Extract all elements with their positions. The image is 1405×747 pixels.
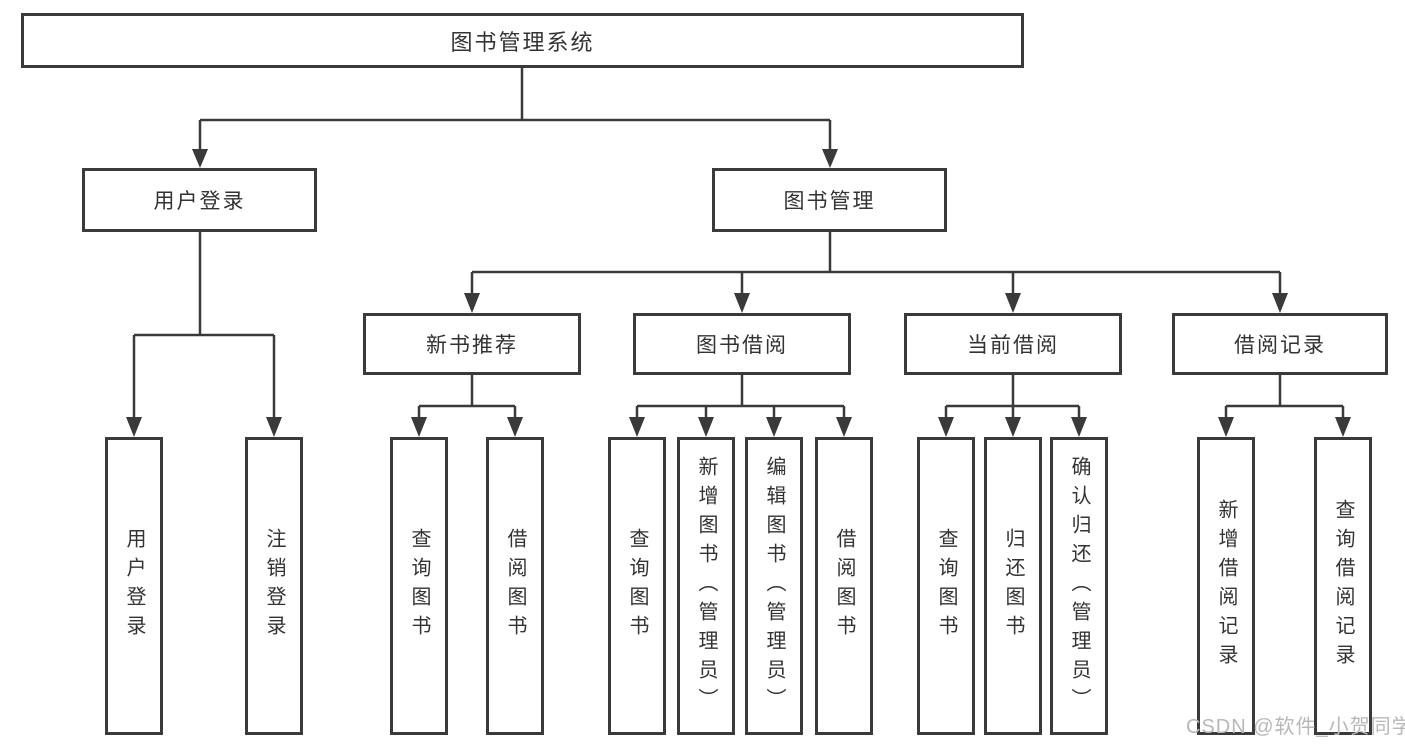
leaf-confirm-return-admin: 确认归还（管理员） (1050, 437, 1108, 735)
leaf-query-books-2: 查询图书 (608, 437, 666, 735)
node-book-borrowing: 图书借阅 (633, 313, 851, 375)
node-label: 用户登录 (153, 190, 246, 213)
connector-borrow-records-children (1218, 375, 1351, 437)
node-label: 查询借阅记录 (1332, 499, 1354, 673)
leaf-borrow-books-1: 借阅图书 (486, 437, 544, 735)
leaf-query-books-3: 查询图书 (917, 437, 975, 735)
leaf-logout: 注销登录 (245, 437, 303, 735)
node-label: 查询图书 (626, 528, 648, 644)
node-book-management: 图书管理 (712, 168, 947, 232)
node-label: 确认归还（管理员） (1068, 455, 1090, 717)
connector-book-borrow-children (629, 375, 852, 437)
connector-book-mgmt-children (464, 232, 1288, 313)
node-label: 图书管理 (783, 190, 876, 213)
node-label: 查询图书 (408, 528, 430, 644)
node-label: 注销登录 (263, 528, 285, 644)
node-label: 当前借阅 (967, 334, 1059, 357)
leaf-add-books-admin: 新增图书（管理员） (677, 437, 735, 735)
leaf-return-books: 归还图书 (984, 437, 1042, 735)
connector-new-book-children (411, 375, 523, 437)
leaf-edit-books-admin: 编辑图书（管理员） (745, 437, 803, 735)
node-label: 归还图书 (1002, 528, 1024, 644)
node-label: 新增图书（管理员） (695, 455, 717, 717)
node-label: 借阅图书 (833, 528, 855, 644)
node-label: 图书管理系统 (450, 29, 595, 55)
node-new-book-recommend: 新书推荐 (363, 313, 581, 375)
leaf-user-login: 用户登录 (105, 437, 163, 735)
node-label: 新书推荐 (426, 334, 518, 357)
node-label: 查询图书 (935, 528, 957, 644)
leaf-add-borrow-record: 新增借阅记录 (1197, 437, 1255, 735)
node-label: 新增借阅记录 (1215, 499, 1237, 673)
leaf-query-books-1: 查询图书 (390, 437, 448, 735)
node-label: 图书借阅 (696, 334, 788, 357)
node-borrow-records: 借阅记录 (1172, 313, 1388, 375)
leaf-borrow-books-2: 借阅图书 (815, 437, 873, 735)
leaf-query-borrow-record: 查询借阅记录 (1314, 437, 1372, 735)
connector-root-to-level2 (192, 68, 838, 168)
node-current-borrowing: 当前借阅 (904, 313, 1122, 375)
csdn-watermark: CSDN @软件_小贺同学 (1186, 716, 1405, 738)
node-label: 用户登录 (123, 528, 145, 644)
node-library-management-system: 图书管理系统 (21, 13, 1024, 68)
node-label: 编辑图书（管理员） (763, 455, 785, 717)
node-user-login: 用户登录 (82, 168, 317, 232)
node-label: 借阅图书 (504, 528, 526, 644)
node-label: 借阅记录 (1234, 334, 1326, 357)
connector-current-borrow-children (938, 375, 1087, 437)
connector-user-login-children (126, 232, 282, 437)
